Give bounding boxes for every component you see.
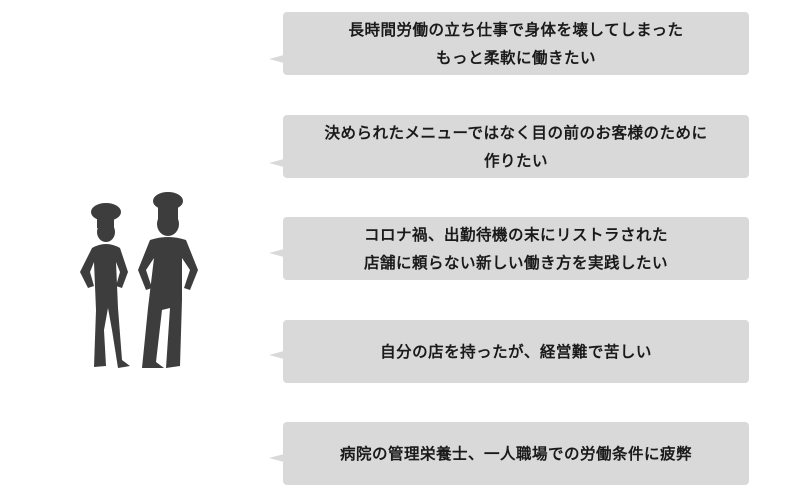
speech-bubble-5: 病院の管理栄養士、一人職場での労働条件に疲弊 [269,422,749,485]
bubble-text-line: 作りたい [483,151,548,170]
bubble-text-line: 店舗に頼らない新しい働き方を実践したい [363,253,668,272]
bubble-text-line: もっと柔軟に働きたい [435,48,596,67]
bubble-text-line: 長時間労働の立ち仕事で身体を壊してしまった [348,20,684,39]
bubble-pointer [269,351,284,359]
bubble-pointer [269,454,284,462]
bubble-text-line: 病院の管理栄養士、一人職場での労働条件に疲弊 [339,444,692,463]
bubble-text-line: 自分の店を持ったが、経営難で苦しい [380,342,652,361]
speech-bubble-1: 長時間労働の立ち仕事で身体を壊してしまった もっと柔軟に働きたい [269,12,749,75]
bubble-text-line: コロナ禍、出勤待機の末にリストラされた [363,225,668,244]
speech-bubble-4: 自分の店を持ったが、経営難で苦しい [269,320,749,383]
bubble-text-line: 決められたメニューではなく目の前のお客様のために [324,123,708,142]
bubble-pointer [269,55,284,63]
speech-bubble-2: 決められたメニューではなく目の前のお客様のために 作りたい [269,115,749,178]
speech-bubble-3: コロナ禍、出勤待機の末にリストラされた 店舗に頼らない新しい働き方を実践したい [269,217,749,280]
bubble-pointer [269,159,284,167]
chef-couple-silhouette-icon [70,190,210,375]
bubble-pointer [269,249,284,257]
